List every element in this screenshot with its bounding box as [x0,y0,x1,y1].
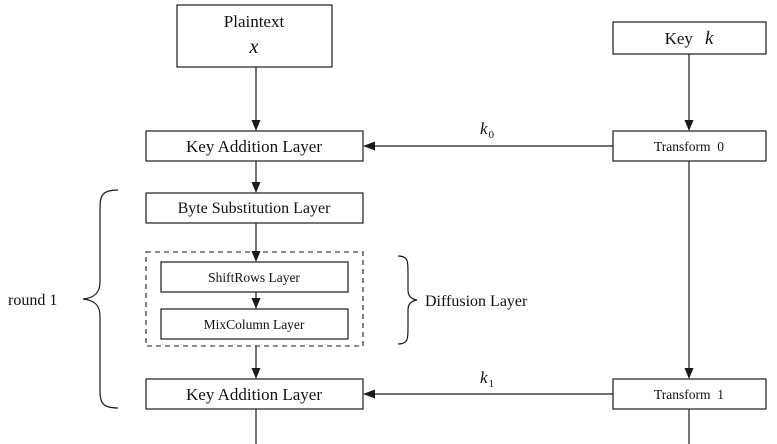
diffusion-layer-label: Diffusion Layer [425,293,528,310]
key-addition-box-1 [145,378,364,410]
transform-1-box [612,378,767,410]
subkey-1-index: 1 [489,378,495,390]
key-box [612,21,767,55]
key-label: Key [665,29,694,48]
plaintext-symbol: x [249,36,259,58]
shiftrows-box [160,261,349,293]
subkey-0-index: 0 [489,129,495,141]
byte-substitution-label: Byte Substitution Layer [178,200,332,217]
transform-1-label: Transform 1 [654,387,724,402]
shiftrows-label: ShiftRows Layer [208,270,300,285]
diffusion-brace [397,255,418,345]
subkey-0-label: k0 [480,119,495,141]
transform-0-box [612,130,767,162]
byte-substitution-box [145,192,364,224]
round-label: round 1 [8,292,57,309]
plaintext-label: Plaintext [224,12,285,31]
key-addition-label-0: Key Addition Layer [186,137,322,156]
transform-0-label: Transform 0 [654,139,724,154]
round-brace [82,189,119,409]
mixcolumn-box [160,308,349,340]
key-addition-label-1: Key Addition Layer [186,385,322,404]
subkey-0-letter: k [480,119,488,138]
subkey-1-label: k1 [480,368,494,390]
plaintext-box [176,4,333,68]
mixcolumn-label: MixColumn Layer [204,317,305,332]
key-symbol: k [705,28,714,49]
subkey-1-letter: k [480,368,488,387]
connectors [251,54,694,444]
key-addition-box-0 [145,130,364,162]
